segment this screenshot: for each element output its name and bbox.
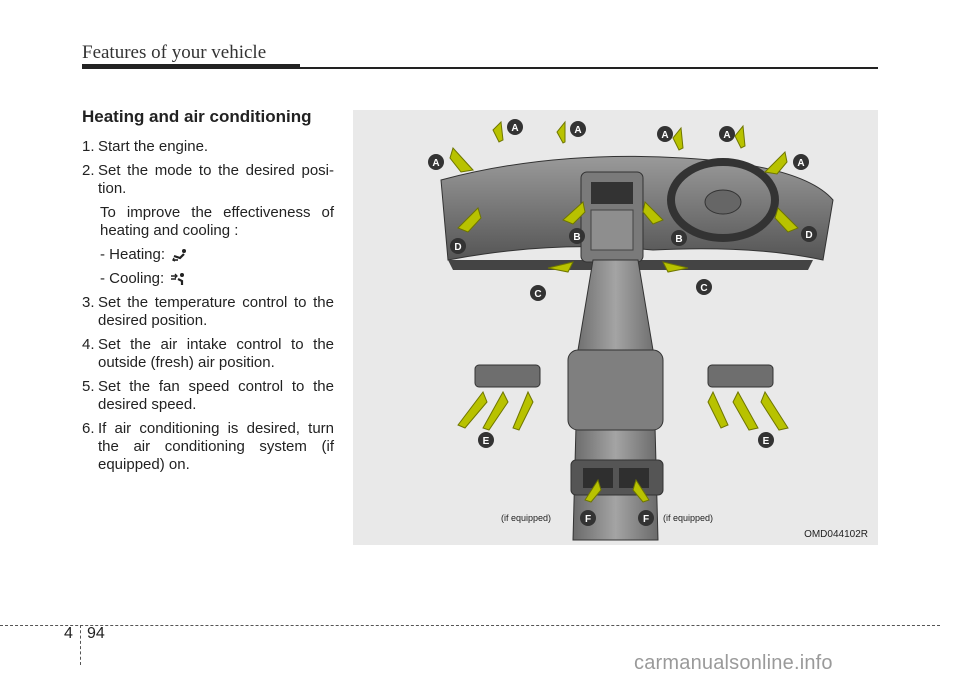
footer-page-divider [80,625,81,665]
footer-divider [0,625,940,626]
step-number: 6. [82,420,95,437]
vent-label-f: F [638,510,654,526]
face-mode-icon [171,273,185,285]
svg-text:A: A [797,158,804,169]
svg-text:B: B [675,234,682,245]
svg-text:F: F [585,514,591,525]
steering-wheel [667,158,779,242]
step-text: Start the engine. [98,138,209,155]
step-2: 2. Set the mode to the desired posi-tion… [82,162,334,198]
vent-label-c: C [530,285,546,301]
header-rule-thin [300,67,878,69]
step-6: 6. If air conditioning is desired, turn … [82,420,334,474]
section-heading: Heating and air conditioning [82,107,312,126]
svg-text:A: A [723,130,730,141]
svg-text:D: D [805,230,812,241]
step-number: 5. [82,378,95,395]
header-title: Features of your vehicle [82,42,267,63]
vent-label-d: D [801,226,817,242]
vent-label-a: A [657,126,673,142]
note-cooling: - Cooling: [82,270,334,288]
step-5: 5. Set the fan speed control to the desi… [82,378,334,414]
page-number: 94 [87,625,105,642]
step-4: 4. Set the air intake control to the out… [82,336,334,372]
vent-label-c: C [696,279,712,295]
rear-duct-right [707,364,774,388]
svg-text:C: C [700,283,707,294]
svg-text:B: B [573,232,580,243]
vent-label-a: A [570,121,586,137]
step-number: 4. [82,336,95,353]
step-number: 2. [82,162,95,179]
note-heating: - Heating: [82,246,334,264]
svg-text:F: F [643,514,649,525]
vent-label-f: F [580,510,596,526]
dashboard-illustration: A A A A A A B B C [428,119,834,541]
vent-label-b: B [569,228,585,244]
step-text: Set the fan speed control to the desired… [98,378,334,413]
svg-text:A: A [432,158,439,169]
rear-duct-left [474,364,541,388]
step-number: 3. [82,294,95,311]
vent-diagram: A A A A A A B B C [353,110,878,545]
step-text: Set the air intake control to the outsid… [98,336,334,371]
if-equipped-right: (if equipped) [663,513,714,523]
steps-list: 1. Start the engine. 2. Set the mode to … [82,138,334,480]
step-1: 1. Start the engine. [82,138,334,156]
vent-label-b: B [671,230,687,246]
vent-label-a: A [793,154,809,170]
vent-label-a: A [507,119,523,135]
cooling-label: - Cooling: [100,270,165,287]
header-rule-thick [82,64,300,69]
heating-label: - Heating: [100,246,166,263]
svg-text:C: C [534,289,541,300]
step-text: Set the mode to the desired posi-tion. [98,162,334,197]
step-number: 1. [82,138,95,155]
svg-text:D: D [454,242,461,253]
note-intro: To improve the effectiveness of heating … [100,204,334,239]
chapter-number: 4 [64,625,73,642]
svg-text:A: A [661,130,668,141]
vent-label-a: A [428,154,444,170]
svg-text:E: E [763,436,770,447]
vent-label-e: E [478,432,494,448]
svg-text:A: A [574,125,581,136]
if-equipped-left: (if equipped) [501,513,552,523]
step-text: Set the temperature control to the desir… [98,294,334,329]
floor-mode-icon [172,249,187,262]
step-3: 3. Set the temperature control to the de… [82,294,334,330]
vent-label-a: A [719,126,735,142]
vent-label-e: E [758,432,774,448]
svg-text:E: E [483,436,490,447]
svg-text:A: A [511,123,518,134]
vent-label-d: D [450,238,466,254]
figure-code: OMD044102R [804,529,868,540]
step-text: If air conditioning is desired, turn the… [98,420,334,473]
watermark: carmanualsonline.info [634,652,833,674]
